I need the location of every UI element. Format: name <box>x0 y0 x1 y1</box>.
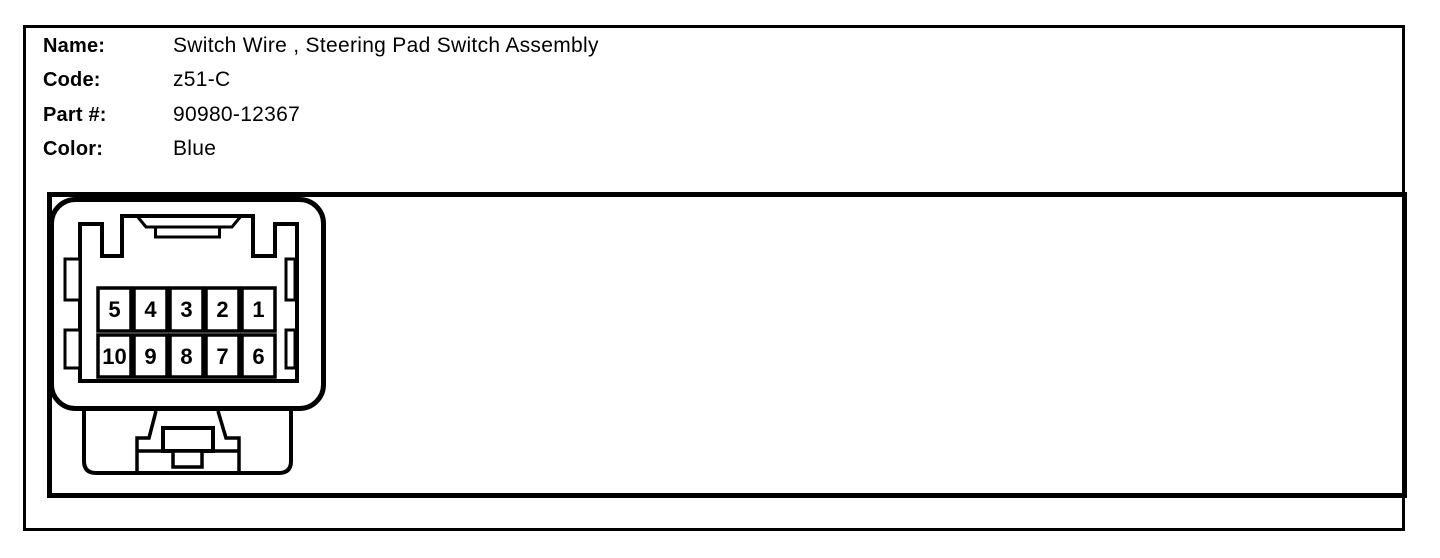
pin-cell <box>240 286 277 333</box>
color-value: Blue <box>173 137 217 161</box>
connector-diagram: 5 4 3 2 1 10 9 8 7 6 <box>49 197 326 475</box>
lock-left-shoulder <box>135 410 158 471</box>
pin-cell <box>132 333 169 379</box>
pin-cell <box>204 333 241 379</box>
name-label: Name: <box>43 35 106 57</box>
side-slot-bottom-left <box>63 328 82 370</box>
lock-right-shoulder <box>216 410 241 471</box>
pin-number: 10 <box>102 344 126 369</box>
part-number-label: Part #: <box>43 103 107 126</box>
part-number-value: 90980-12367 <box>173 102 301 126</box>
pin-number: 7 <box>216 344 228 369</box>
side-slot-top-left <box>63 257 82 302</box>
pin-number: 3 <box>180 297 192 322</box>
pin-number: 1 <box>252 297 264 322</box>
pin-number: 8 <box>180 344 192 369</box>
field-row-code: Code: z51-C <box>43 63 599 97</box>
name-value: Switch Wire , Steering Pad Switch Assemb… <box>173 34 599 57</box>
pin-cell <box>204 286 241 333</box>
side-slot-top-right <box>284 257 297 302</box>
field-row-color: Color: Blue <box>43 132 599 166</box>
color-label: Color: <box>43 138 104 161</box>
connector-info-header: Name: Switch Wire , Steering Pad Switch A… <box>43 29 599 167</box>
pin-number: 4 <box>144 297 157 322</box>
pin-number: 2 <box>216 297 228 322</box>
pin-cell <box>132 286 169 333</box>
pin-cell <box>240 333 277 379</box>
pin-number: 9 <box>144 344 156 369</box>
index-tab-slot <box>154 225 221 239</box>
pin-cell <box>96 286 133 333</box>
pin-cell <box>168 333 205 379</box>
code-value: z51-C <box>173 68 231 92</box>
pin-cell <box>96 333 133 379</box>
field-row-name: Name: Switch Wire , Steering Pad Switch A… <box>43 29 599 63</box>
side-slot-bottom-right <box>284 328 297 370</box>
code-label: Code: <box>43 69 101 92</box>
pin-number: 5 <box>108 297 120 322</box>
lock-tab <box>171 449 204 469</box>
lock-button <box>161 426 215 453</box>
pin-number: 6 <box>252 344 264 369</box>
pin-cell <box>168 286 205 333</box>
field-row-part-number: Part #: 90980-12367 <box>43 98 599 132</box>
